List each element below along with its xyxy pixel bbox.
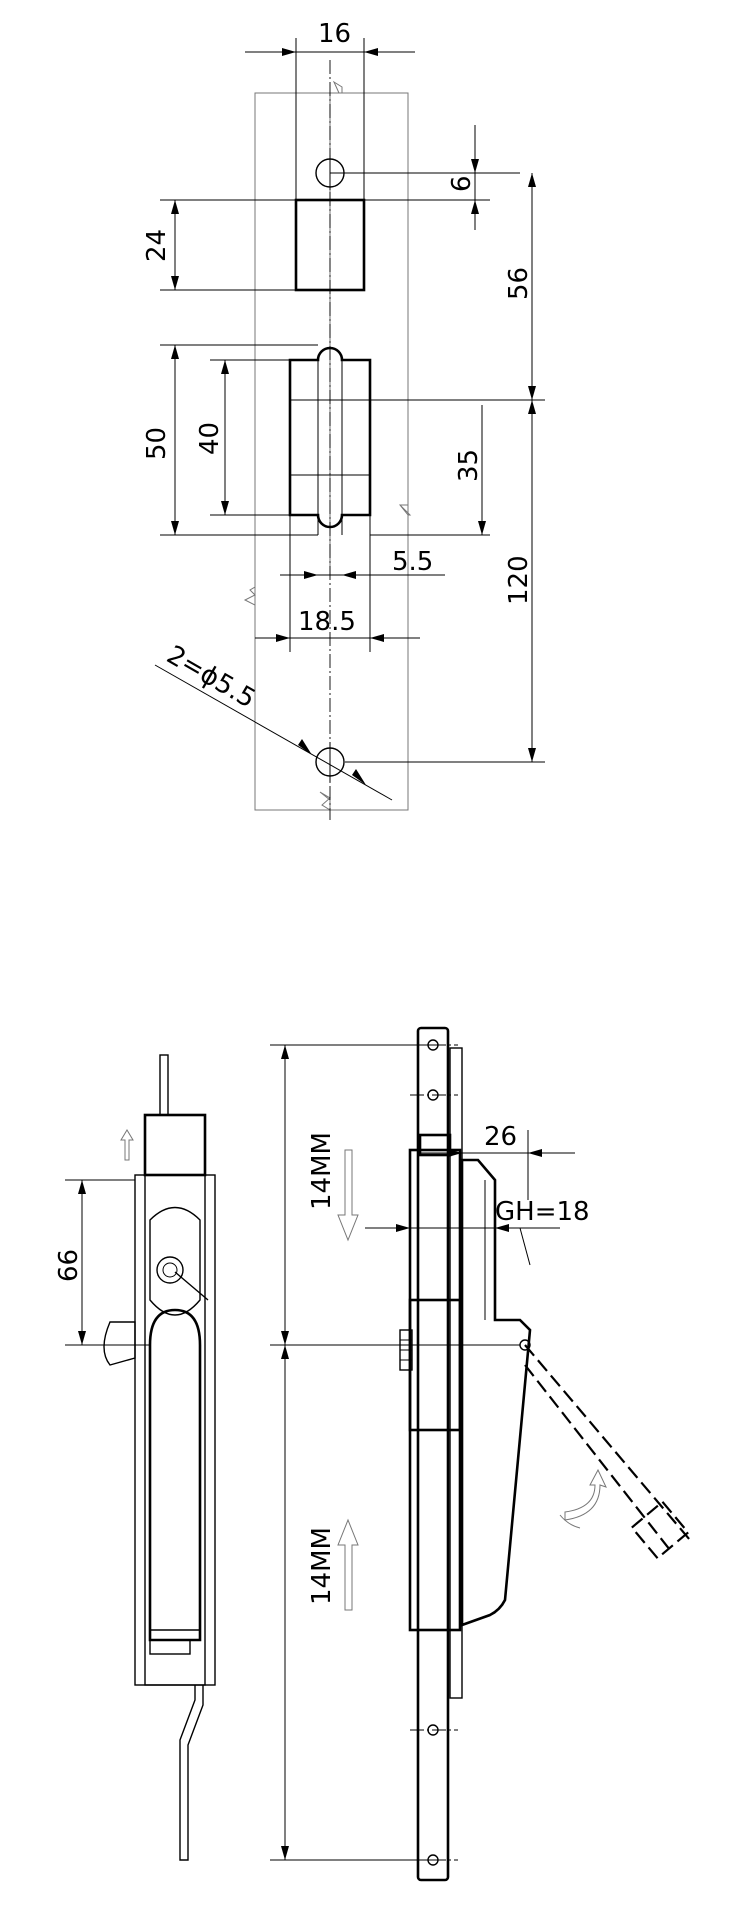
up-arrow-icon bbox=[337, 1518, 359, 1611]
up-arrow-small-icon bbox=[120, 1129, 134, 1161]
lock-front-view: 14MM 14MM 26 GH=18 bbox=[270, 1026, 691, 1882]
lock-side-view: 66 bbox=[54, 1054, 216, 1861]
dim-handle-height: GH=18 bbox=[495, 1197, 590, 1227]
handle-front bbox=[460, 1158, 532, 1627]
dim-lower-height: 35 bbox=[454, 449, 484, 482]
rotated-handle-outline bbox=[524, 1344, 691, 1541]
body-frame-outer bbox=[134, 1174, 216, 1686]
body-frame-inner bbox=[144, 1174, 206, 1686]
strike-plate-view: 16 6 24 56 50 40 bbox=[142, 19, 545, 820]
key-cylinder-housing bbox=[149, 1206, 201, 1316]
latch-knob bbox=[103, 1321, 136, 1366]
key-hole bbox=[156, 1256, 184, 1284]
dim-hole-offset: 6 bbox=[447, 175, 477, 192]
rod-top bbox=[159, 1054, 169, 1116]
handle-body bbox=[148, 1308, 202, 1642]
dim-inner-height: 40 bbox=[195, 422, 225, 455]
upper-slot bbox=[294, 198, 366, 292]
dim-spacing-upper: 56 bbox=[504, 267, 534, 300]
rod-bottom bbox=[179, 1685, 204, 1861]
rotation-arrow-icon bbox=[564, 1468, 607, 1521]
plate-outline bbox=[243, 80, 412, 811]
upper-tab bbox=[418, 1133, 452, 1157]
lock-block bbox=[408, 1298, 462, 1432]
rotated-handle-end bbox=[630, 1500, 690, 1560]
dim-slot-height: 24 bbox=[142, 229, 172, 262]
down-arrow-icon bbox=[337, 1149, 359, 1242]
dim-top-width: 16 bbox=[318, 19, 351, 49]
dim-rod-travel: 66 bbox=[54, 1249, 84, 1282]
dim-spacing-lower: 120 bbox=[504, 555, 534, 605]
dim-tab-width: 5.5 bbox=[392, 547, 433, 577]
dim-stroke-lower: 14MM bbox=[307, 1527, 337, 1605]
dim-handle-offset: 26 bbox=[484, 1122, 517, 1152]
mounting-strip bbox=[416, 1026, 450, 1882]
dim-stroke-upper: 14MM bbox=[307, 1132, 337, 1210]
dim-outer-height: 50 bbox=[142, 427, 172, 460]
top-block bbox=[143, 1113, 207, 1177]
dim-opening-width: 18.5 bbox=[298, 607, 356, 637]
